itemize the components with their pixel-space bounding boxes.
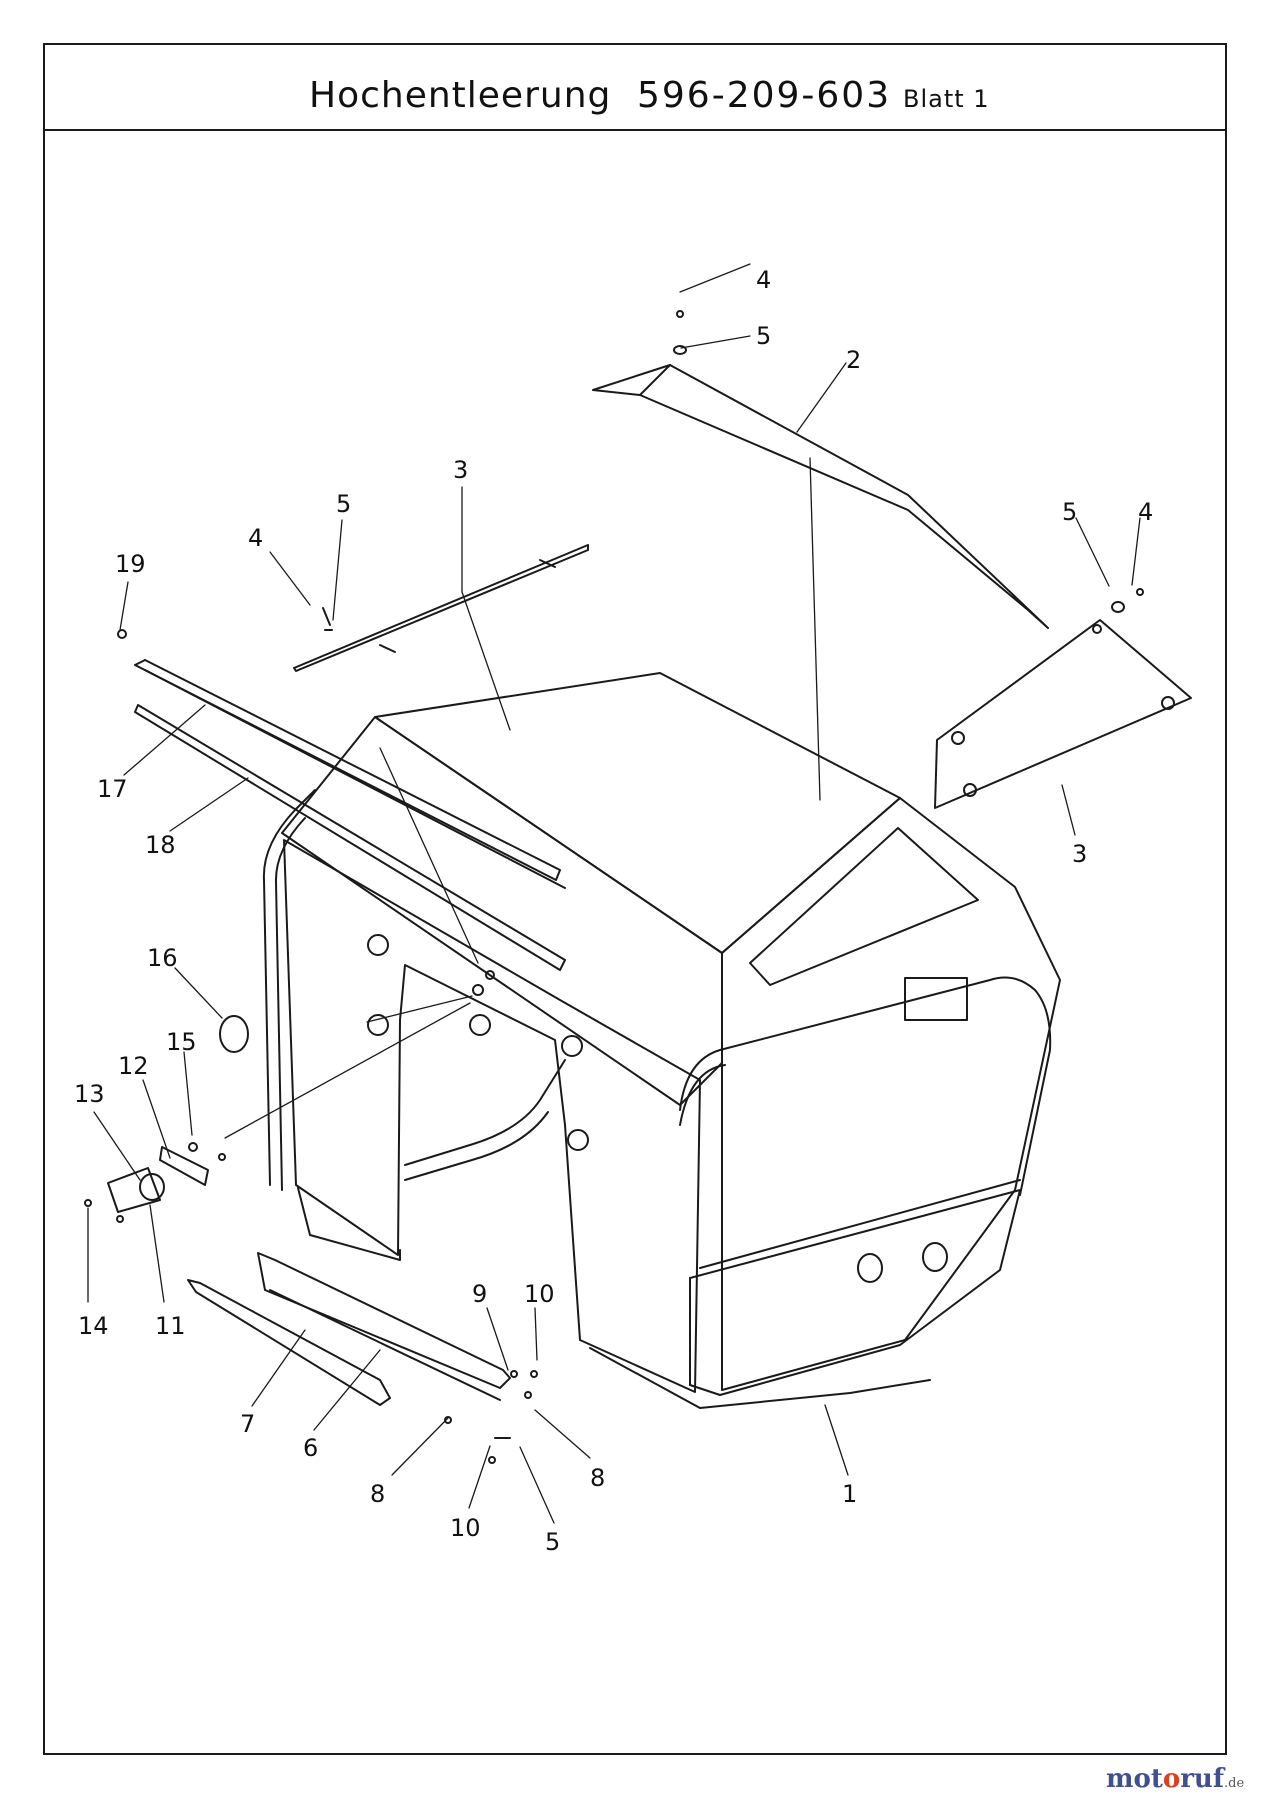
callout-3: 3 bbox=[1072, 840, 1087, 868]
callout-1: 1 bbox=[842, 1480, 857, 1508]
brand-logo: motoruf.de bbox=[1106, 1764, 1245, 1794]
callout-11: 11 bbox=[155, 1312, 186, 1340]
callout-10: 10 bbox=[450, 1514, 481, 1542]
callout-5: 5 bbox=[756, 322, 771, 350]
callout-5: 5 bbox=[1062, 498, 1077, 526]
callout-14: 14 bbox=[78, 1312, 109, 1340]
callout-8: 8 bbox=[370, 1480, 385, 1508]
drawing-title: Hochentleerung bbox=[309, 75, 612, 116]
callout-12: 12 bbox=[118, 1052, 149, 1080]
drawing-frame: Hochentleerung 596-209-603 Blatt 1 bbox=[43, 43, 1227, 1755]
plug-part-16 bbox=[219, 1015, 249, 1053]
callout-7: 7 bbox=[240, 1410, 255, 1438]
fasteners bbox=[117, 310, 1144, 1464]
housing-body bbox=[262, 672, 1061, 1409]
sheet-number: Blatt 1 bbox=[903, 85, 990, 113]
callout-6: 6 bbox=[303, 1434, 318, 1462]
callout-labels: 4 5 2 3 5 4 19 5 4 17 18 3 16 15 12 13 1… bbox=[74, 266, 1153, 1556]
callout-10: 10 bbox=[524, 1280, 555, 1308]
callout-4: 4 bbox=[756, 266, 771, 294]
callout-16: 16 bbox=[147, 944, 178, 972]
callout-5: 5 bbox=[545, 1528, 560, 1556]
callout-2: 2 bbox=[846, 346, 861, 374]
callout-19: 19 bbox=[115, 550, 146, 578]
rail-part-2 bbox=[592, 364, 1049, 629]
flange-assembly bbox=[84, 1142, 226, 1223]
callout-4: 4 bbox=[1138, 498, 1153, 526]
callout-15: 15 bbox=[166, 1028, 197, 1056]
callout-17: 17 bbox=[97, 775, 128, 803]
leader-lines bbox=[87, 263, 1141, 1524]
callout-9: 9 bbox=[472, 1280, 487, 1308]
title-block: Hochentleerung 596-209-603 Blatt 1 bbox=[45, 45, 1225, 131]
callout-18: 18 bbox=[145, 831, 176, 859]
side-panel-part-3 bbox=[934, 619, 1192, 809]
cover-strip-part-3 bbox=[293, 544, 589, 672]
callout-3: 3 bbox=[453, 456, 468, 484]
part-number: 596-209-603 bbox=[637, 75, 892, 116]
callout-8: 8 bbox=[590, 1464, 605, 1492]
lower-strip-parts-6-7 bbox=[187, 1252, 511, 1406]
callout-4: 4 bbox=[248, 524, 263, 552]
angle-rail-part-17 bbox=[134, 659, 566, 971]
callout-13: 13 bbox=[74, 1080, 105, 1108]
callout-5: 5 bbox=[336, 490, 351, 518]
